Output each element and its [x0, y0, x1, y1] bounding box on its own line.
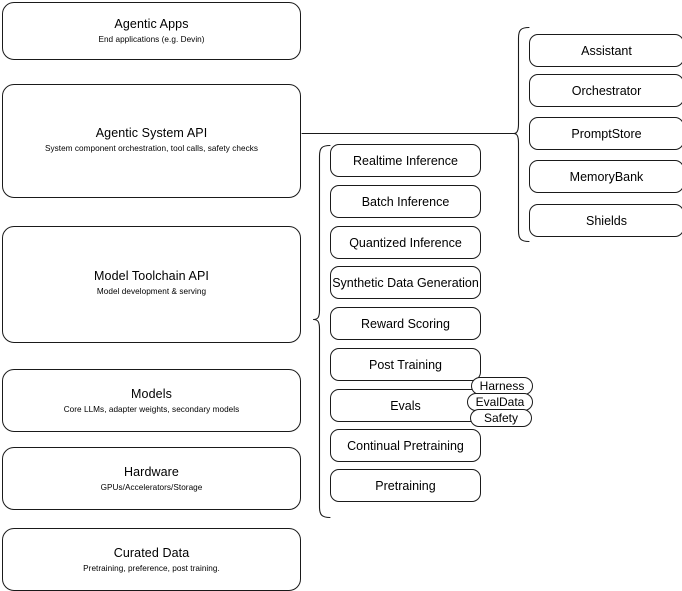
layer-text-group: Model Toolchain API Model development & …: [3, 269, 300, 297]
brace-toolchain-components: [312, 144, 331, 519]
component-quantized-inference[interactable]: Quantized Inference: [330, 226, 481, 259]
layer-agentic-apps[interactable]: Agentic Apps End applications (e.g. Devi…: [2, 2, 301, 60]
component-label: Pretraining: [375, 478, 436, 493]
component-orchestrator[interactable]: Orchestrator: [529, 74, 682, 107]
component-continual-pretraining[interactable]: Continual Pretraining: [330, 429, 481, 462]
layer-curated-data[interactable]: Curated Data Pretraining, preference, po…: [2, 528, 301, 591]
component-label: Batch Inference: [361, 194, 450, 209]
layer-text-group: Agentic System API System component orch…: [3, 126, 300, 154]
layer-title: Hardware: [124, 464, 179, 479]
component-label: Orchestrator: [571, 83, 642, 98]
component-evals[interactable]: Evals: [330, 389, 481, 422]
component-batch-inference[interactable]: Batch Inference: [330, 185, 481, 218]
component-label: Evals: [390, 398, 421, 413]
layer-title: Agentic System API: [95, 126, 208, 140]
layer-agentic-system-api[interactable]: Agentic System API System component orch…: [2, 84, 301, 198]
layer-subtitle: End applications (e.g. Devin): [98, 35, 205, 44]
component-label: PromptStore: [571, 126, 642, 141]
layer-hardware[interactable]: Hardware GPUs/Accelerators/Storage: [2, 447, 301, 510]
component-label: Reward Scoring: [361, 316, 450, 331]
component-label: Assistant: [581, 43, 632, 58]
layer-model-toolchain-api[interactable]: Model Toolchain API Model development & …: [2, 226, 301, 343]
pill-safety[interactable]: Safety: [470, 409, 532, 427]
layer-title: Model Toolchain API: [94, 269, 209, 283]
component-label: Shields: [586, 213, 627, 228]
component-post-training[interactable]: Post Training: [330, 348, 481, 381]
layer-subtitle: System component orchestration, tool cal…: [44, 144, 259, 153]
pill-label: Harness: [479, 379, 525, 393]
component-label: Continual Pretraining: [347, 438, 464, 453]
layer-subtitle: GPUs/Accelerators/Storage: [100, 482, 203, 492]
component-realtime-inference[interactable]: Realtime Inference: [330, 144, 481, 177]
component-pretraining[interactable]: Pretraining: [330, 469, 481, 502]
layer-title: Agentic Apps: [114, 17, 189, 31]
pill-label: Safety: [483, 411, 519, 425]
component-label: Synthetic Data Generation: [332, 275, 479, 290]
layer-title: Curated Data: [113, 545, 190, 560]
layer-subtitle: Core LLMs, adapter weights, secondary mo…: [63, 404, 240, 414]
component-memorybank[interactable]: MemoryBank: [529, 160, 682, 193]
component-assistant[interactable]: Assistant: [529, 34, 682, 67]
layer-models[interactable]: Models Core LLMs, adapter weights, secon…: [2, 369, 301, 432]
component-label: Post Training: [369, 357, 442, 372]
layer-subtitle: Pretraining, preference, post training.: [83, 563, 220, 573]
layer-title: Models: [131, 386, 172, 401]
layer-subtitle: Model development & serving: [96, 287, 207, 296]
pill-evaldata[interactable]: EvalData: [467, 393, 533, 411]
component-shields[interactable]: Shields: [529, 204, 682, 237]
component-label: Quantized Inference: [349, 235, 462, 250]
component-label: Realtime Inference: [353, 153, 458, 168]
component-promptstore[interactable]: PromptStore: [529, 117, 682, 150]
brace-system-components: [512, 26, 530, 243]
component-label: MemoryBank: [569, 169, 644, 184]
pill-label: EvalData: [475, 395, 525, 409]
component-reward-scoring[interactable]: Reward Scoring: [330, 307, 481, 340]
component-synthetic-data-generation[interactable]: Synthetic Data Generation: [330, 266, 481, 299]
